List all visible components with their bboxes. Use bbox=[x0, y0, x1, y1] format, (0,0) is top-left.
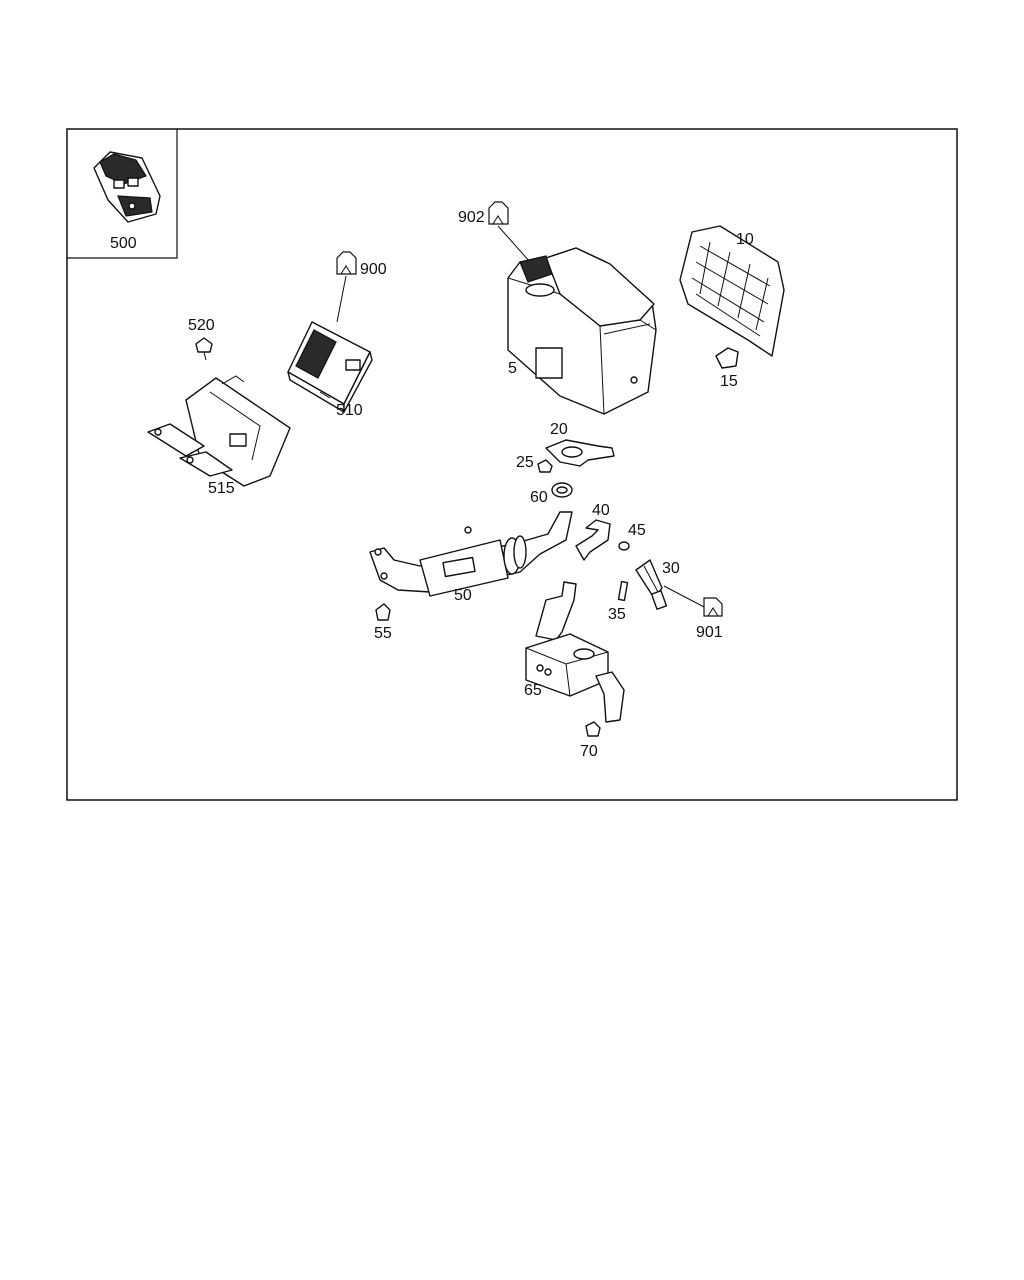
fuel-pump-part[interactable] bbox=[635, 559, 668, 610]
retainer-clip-part[interactable] bbox=[715, 347, 739, 369]
leader-line bbox=[663, 585, 707, 609]
callout-510: 510 bbox=[336, 402, 363, 419]
control-unit-part[interactable] bbox=[287, 321, 373, 413]
clip-part[interactable] bbox=[195, 337, 213, 361]
callout-900: 900 bbox=[360, 261, 387, 278]
leader-line bbox=[336, 275, 347, 323]
bracket-part[interactable] bbox=[147, 375, 291, 487]
diagram-frame bbox=[66, 128, 958, 801]
callout-20: 20 bbox=[550, 421, 568, 438]
leader-line bbox=[497, 225, 531, 263]
callout-15: 15 bbox=[720, 373, 738, 390]
grille-part[interactable] bbox=[679, 225, 785, 357]
callout-10: 10 bbox=[736, 231, 754, 248]
callout-25: 25 bbox=[516, 454, 534, 471]
callout-515: 515 bbox=[208, 480, 235, 497]
heater-unit-part[interactable] bbox=[507, 247, 657, 415]
callout-45: 45 bbox=[628, 522, 646, 539]
connector-symbol-icon bbox=[336, 251, 357, 275]
hose-clamp-part[interactable] bbox=[551, 482, 573, 498]
connector-symbol-icon bbox=[488, 201, 509, 225]
callout-902: 902 bbox=[458, 209, 485, 226]
callout-50: 50 bbox=[454, 587, 472, 604]
callout-5: 5 bbox=[508, 360, 517, 377]
callout-65: 65 bbox=[524, 682, 542, 699]
callout-70: 70 bbox=[580, 743, 598, 760]
nut-part[interactable] bbox=[585, 721, 601, 737]
callout-30: 30 bbox=[662, 560, 680, 577]
inset-frame bbox=[67, 129, 178, 259]
callout-55: 55 bbox=[374, 625, 392, 642]
callout-520: 520 bbox=[188, 317, 215, 334]
key-fob-part[interactable] bbox=[93, 151, 161, 223]
callout-35: 35 bbox=[608, 606, 626, 623]
gasket-part[interactable] bbox=[545, 439, 615, 467]
connector-symbol-icon bbox=[703, 597, 723, 617]
nut-part[interactable] bbox=[537, 459, 553, 473]
silencer-part[interactable] bbox=[525, 581, 625, 723]
callout-40: 40 bbox=[592, 502, 610, 519]
callout-901: 901 bbox=[696, 624, 723, 641]
small-clamp-part[interactable] bbox=[618, 541, 630, 551]
hose-part[interactable] bbox=[575, 519, 611, 561]
callout-60: 60 bbox=[530, 489, 548, 506]
exhaust-pipe-part[interactable] bbox=[369, 511, 573, 597]
nut-part[interactable] bbox=[375, 603, 391, 621]
callout-500: 500 bbox=[110, 235, 137, 252]
screw-part[interactable] bbox=[617, 580, 629, 602]
